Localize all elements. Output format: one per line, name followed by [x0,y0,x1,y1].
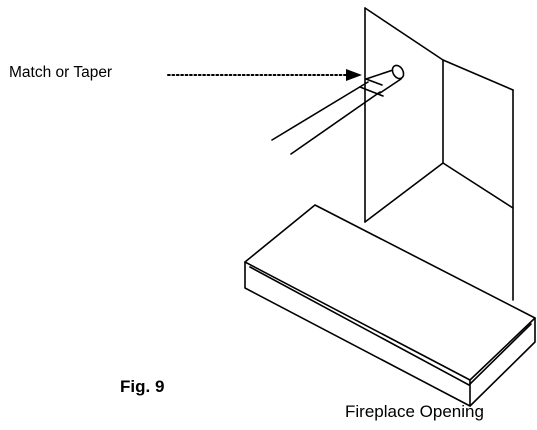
hearth-slab [244,204,536,407]
callout-arrowhead [346,69,362,81]
figure-number: Fig. 9 [120,377,165,396]
callout-label: Match or Taper [9,64,113,81]
firebox-walls [364,7,514,301]
match-taper [271,64,405,155]
figure-caption: Fireplace Opening [345,402,484,421]
